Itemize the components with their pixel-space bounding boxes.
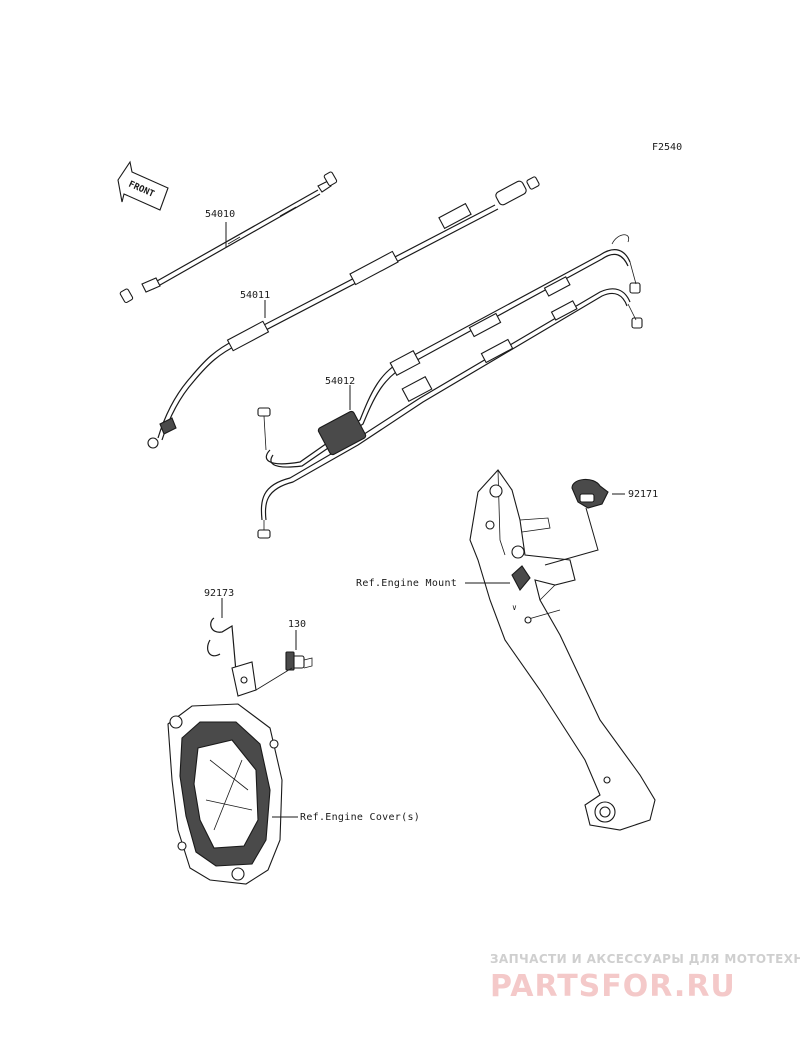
callout-92173: 92173 (204, 588, 234, 599)
engine-cover (167, 703, 283, 885)
callout-130: 130 (288, 619, 306, 630)
watermark-tagline: ЗАПЧАСТИ И АКСЕССУАРЫ ДЛЯ МОТОТЕХНИКИ (490, 952, 800, 966)
watermark-logo: PARTSFOR.RU (490, 969, 736, 1004)
cable-54012 (257, 234, 643, 539)
bolt-130 (285, 651, 313, 671)
clamp-92171 (571, 478, 609, 509)
callout-54012: 54012 (325, 376, 355, 387)
callout-54011: 54011 (240, 290, 270, 301)
cable-54010 (119, 171, 338, 304)
callout-54010: 54010 (205, 209, 235, 220)
cable-54011 (147, 176, 540, 449)
ref-engine-cover: Ref.Engine Cover(s) (300, 812, 420, 823)
ref-engine-mount: Ref.Engine Mount (356, 578, 457, 589)
front-arrow-icon: FRONT (117, 160, 169, 211)
figure-code: F2540 (652, 142, 682, 153)
engine-mount-bracket: ∨ (469, 469, 656, 831)
bracket-92173 (207, 617, 257, 697)
callout-92171: 92171 (628, 489, 658, 500)
svg-text:∨: ∨ (512, 603, 517, 612)
